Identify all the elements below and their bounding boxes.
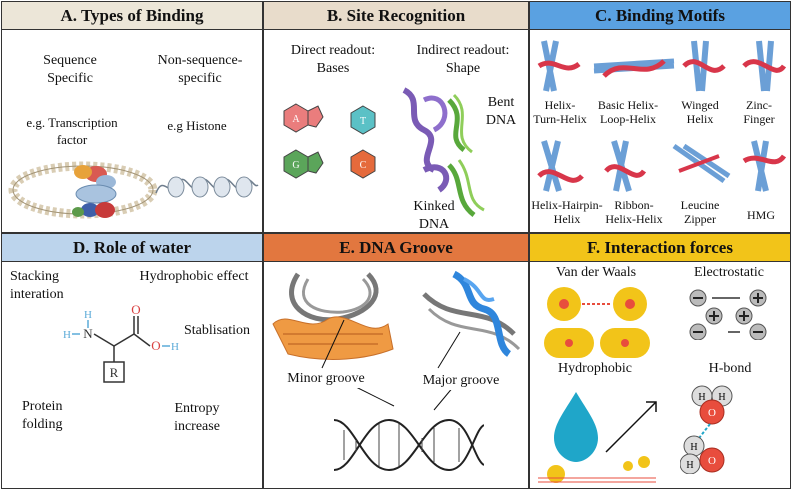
base-c-label: C — [360, 160, 367, 171]
hydrophobic-illustration — [538, 392, 657, 483]
atom-h-hydroxyl: H — [171, 341, 179, 353]
histone-illustration — [155, 176, 259, 198]
label-eg-histone: e.g Histone — [167, 118, 227, 133]
panel-interaction-forces: F. Interaction forces Van der Waals Elec… — [529, 233, 791, 489]
label-h-bond: H-bond — [708, 361, 752, 376]
panel-e-title: E. DNA Groove — [264, 234, 528, 262]
label-electrostatic: Electrostatic — [694, 265, 764, 280]
label-indirect-readout: Indirect readout: Shape — [416, 43, 510, 76]
electrostatic-illustration — [689, 289, 767, 340]
motif-structures-row-2 — [537, 140, 787, 192]
panel-role-of-water: D. Role of water Stacking interation Hyd… — [1, 233, 263, 489]
label-direct-readout: Direct readout: Bases — [290, 43, 376, 76]
panel-a-title: A. Types of Binding — [2, 2, 262, 30]
hbond-atom-o2: O — [708, 455, 716, 467]
atom-o-carbonyl: O — [131, 302, 140, 317]
atom-n: N — [83, 326, 93, 341]
label-bent-dna: Bent DNA — [485, 95, 517, 128]
protein-dna-complex — [402, 87, 485, 217]
dna-double-helix — [334, 418, 484, 472]
panel-types-of-binding: A. Types of Binding Sequence Specific No… — [1, 1, 263, 233]
label-stacking-interaction: Stacking interation — [10, 269, 64, 302]
amino-acid-structure: H H N O O H R — [63, 302, 179, 383]
label-kinked-dna: Kinked DNA — [413, 199, 455, 232]
nucleobase-structures: A T G C — [283, 103, 376, 179]
panel-dna-groove: E. DNA Groove Minor groove Major groove — [263, 233, 529, 489]
panel-binding-motifs: C. Binding Motifs Helix- Turn-Helix Basi… — [529, 1, 791, 233]
chromatin-illustration — [8, 161, 158, 219]
motif-label-zinc-finger: Zinc- Finger — [743, 98, 775, 126]
minor-groove-complex — [272, 272, 394, 360]
label-hydrophobic: Hydrophobic — [558, 361, 632, 376]
hbond-atom-h4: H — [686, 460, 693, 471]
label-hydrophobic-effect: Hydrophobic effect — [139, 269, 249, 284]
panel-b-title: B. Site Recognition — [264, 2, 528, 30]
hbond-atom-o1: O — [708, 407, 716, 419]
label-non-sequence-specific: Non-sequence- specific — [157, 53, 243, 86]
hbond-atom-h2: H — [718, 392, 725, 403]
atom-h-top: H — [84, 309, 92, 321]
base-a-label: A — [292, 114, 300, 125]
motif-label-basic-helix-loop-helix: Basic Helix- Loop-Helix — [597, 98, 659, 126]
motif-label-ribbon-helix-helix: Ribbon- Helix-Helix — [605, 198, 663, 226]
label-protein-folding: Protein folding — [22, 399, 63, 432]
panel-site-recognition: B. Site Recognition Direct readout: Base… — [263, 1, 529, 233]
motif-structures-row-1 — [537, 40, 787, 92]
motif-label-winged-helix: Winged Helix — [681, 98, 719, 126]
label-minor-groove: Minor groove — [276, 370, 376, 388]
van-der-waals-illustration — [544, 287, 650, 358]
panel-d-title: D. Role of water — [2, 234, 262, 262]
panel-c-title: C. Binding Motifs — [530, 2, 790, 30]
base-t-label: T — [360, 116, 366, 127]
motif-label-helix-turn-helix: Helix- Turn-Helix — [533, 98, 587, 126]
motif-label-hmg: HMG — [746, 208, 775, 222]
base-g-label: G — [292, 160, 299, 171]
h-bond-illustration: H H O H H O — [680, 385, 733, 474]
label-major-groove: Major groove — [406, 372, 516, 390]
label-eg-transcription-factor: e.g. Transcription factor — [26, 115, 118, 147]
hbond-atom-h1: H — [698, 392, 705, 403]
major-groove-complex — [422, 270, 521, 357]
motif-label-helix-hairpin-helix: Helix-Hairpin- Helix — [531, 198, 603, 226]
panel-f-title: F. Interaction forces — [530, 234, 790, 262]
motif-label-leucine-zipper: Leucine Zipper — [680, 198, 720, 226]
label-sequence-specific: Sequence Specific — [43, 53, 97, 86]
label-van-der-waals: Van der Waals — [555, 265, 637, 280]
atom-h-left: H — [63, 329, 71, 341]
side-chain-r: R — [110, 365, 119, 380]
atom-o-hydroxyl: O — [151, 338, 160, 353]
label-entropy-increase: Entropy increase — [174, 401, 220, 434]
label-stabilisation: Stablisation — [183, 323, 251, 338]
hbond-atom-h3: H — [690, 442, 697, 453]
